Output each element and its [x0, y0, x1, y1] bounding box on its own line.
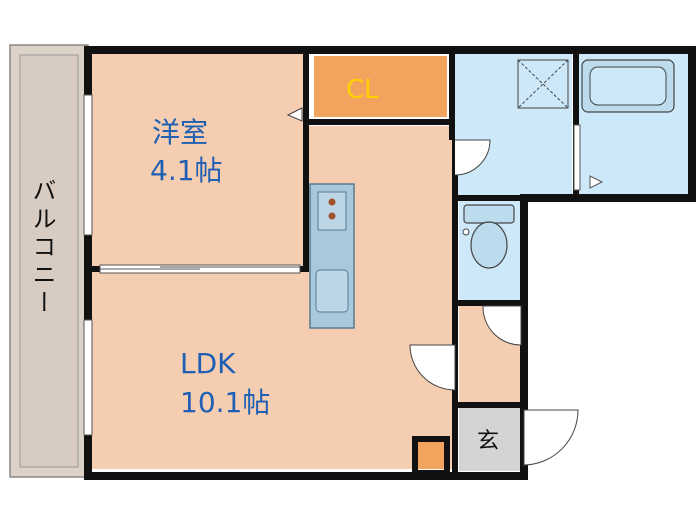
bath-door [573, 124, 581, 191]
washroom-floor [454, 54, 572, 200]
toilet-fixtures [462, 204, 515, 269]
bedroom-door-arrow [286, 107, 303, 122]
toilet-icon [470, 221, 508, 269]
entrance-floor [459, 408, 521, 471]
entrance-label: 玄 [477, 429, 499, 454]
window-ldk [83, 319, 93, 436]
ldk-name: LDK [180, 347, 236, 380]
kitchen-counter [309, 183, 355, 329]
ldk-floor [92, 272, 452, 469]
balcony-label: バルコニー [28, 178, 56, 318]
walls [83, 46, 696, 480]
stove-icon [317, 191, 347, 231]
balcony-inner [19, 54, 79, 468]
pipe-box-wall [412, 436, 450, 476]
pipe-space [418, 442, 444, 469]
balcony: バルコニー [9, 44, 89, 478]
washer-pan-icon [517, 59, 569, 109]
window-bedroom [83, 94, 93, 236]
bedroom-size: 4.1帖 [150, 154, 223, 187]
washroom-fixtures [454, 59, 569, 176]
door-swing-icon [454, 139, 491, 176]
doors [286, 107, 579, 466]
closet-floor [314, 56, 447, 117]
toilet-door [482, 305, 522, 346]
closet-label: CL [346, 75, 379, 105]
hall-door [409, 344, 456, 391]
bedroom-name: 洋室 [152, 116, 208, 149]
sink-icon [315, 269, 349, 313]
bathroom-fixtures [573, 59, 675, 191]
ldk-size: 10.1帖 [180, 386, 270, 419]
entrance-door [523, 409, 579, 466]
bedroom-floor [92, 54, 303, 267]
